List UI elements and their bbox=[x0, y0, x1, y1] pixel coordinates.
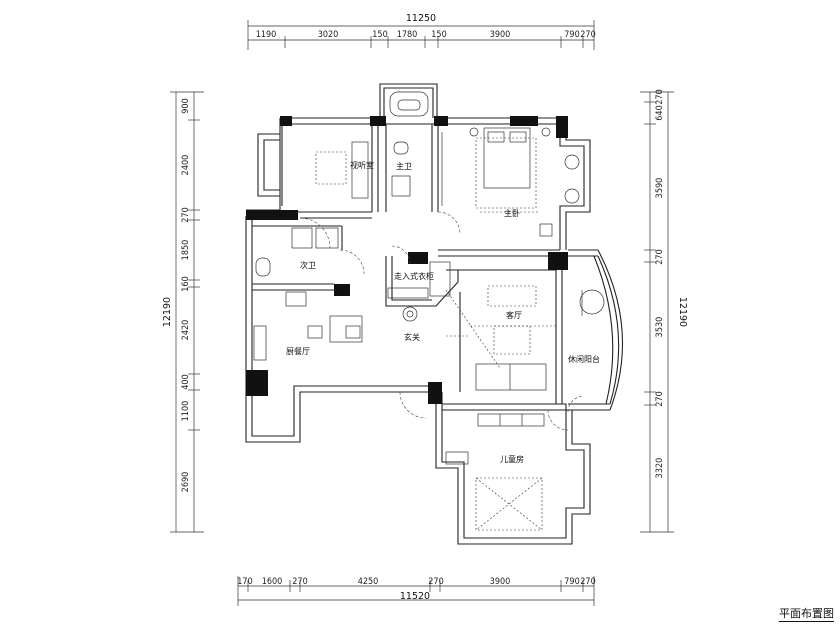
furniture-dashed bbox=[315, 137, 556, 531]
room-label-master-bath: 主卫 bbox=[396, 161, 412, 171]
top-total-dimension: 11250 bbox=[406, 13, 436, 24]
left-dim-4: 1850 bbox=[181, 240, 191, 261]
bottom-dim-7: 790 bbox=[564, 577, 579, 587]
right-dim-2: 640 bbox=[655, 105, 665, 120]
left-dim-1: 900 bbox=[181, 98, 191, 113]
left-dimensions: 12190 900 2400 270 1850 160 2420 400 110… bbox=[162, 98, 191, 492]
top-dim-5: 150 bbox=[431, 30, 446, 40]
top-dim-3: 150 bbox=[372, 30, 387, 40]
right-dim-7: 3320 bbox=[655, 458, 665, 479]
room-labels: 视听室 主卫 主卧 次卫 走入式衣柜 厨餐厅 玄关 客厅 休闲阳台 儿童房 bbox=[286, 160, 600, 464]
dimension-lines bbox=[170, 20, 674, 606]
structural-columns bbox=[246, 116, 568, 404]
room-label-foyer: 玄关 bbox=[404, 332, 420, 342]
top-dim-1: 1190 bbox=[256, 30, 277, 40]
right-dim-4: 270 bbox=[655, 249, 665, 264]
right-dim-3: 3590 bbox=[655, 178, 665, 199]
bottom-dim-8: 270 bbox=[580, 577, 595, 587]
furniture-solid bbox=[253, 91, 605, 465]
left-dim-7: 400 bbox=[181, 374, 191, 389]
right-dim-1: 270 bbox=[655, 89, 665, 104]
bottom-dim-2: 1600 bbox=[262, 577, 283, 587]
left-total-dimension: 12190 bbox=[162, 297, 173, 327]
top-dim-7: 790 bbox=[564, 30, 579, 40]
right-dimensions: 270 640 3590 270 3530 270 3320 12190 bbox=[655, 89, 688, 478]
right-dim-5: 3530 bbox=[655, 317, 665, 338]
bottom-dim-6: 3900 bbox=[490, 577, 511, 587]
left-dim-8: 1100 bbox=[181, 401, 191, 422]
room-label-leisure-balcony: 休闲阳台 bbox=[568, 354, 600, 364]
left-dim-6: 2420 bbox=[181, 320, 191, 341]
bottom-dim-4: 4250 bbox=[358, 577, 379, 587]
top-dimensions: 11250 1190 3020 150 1780 150 3900 790 27… bbox=[256, 13, 596, 40]
bottom-total-dimension: 11520 bbox=[400, 591, 430, 602]
room-label-study: 视听室 bbox=[350, 160, 374, 170]
top-dim-6: 3900 bbox=[490, 30, 511, 40]
top-dim-4: 1780 bbox=[397, 30, 418, 40]
top-dim-2: 3020 bbox=[318, 30, 339, 40]
room-label-master-bedroom: 主卧 bbox=[504, 208, 520, 218]
door-swings bbox=[299, 211, 585, 431]
right-total-dimension: 12190 bbox=[677, 297, 688, 327]
room-label-living-room: 客厅 bbox=[506, 310, 522, 320]
left-dim-2: 2400 bbox=[181, 155, 191, 176]
bottom-dimensions: 170 1600 270 4250 270 3900 790 270 11520 bbox=[237, 577, 595, 602]
left-dim-5: 160 bbox=[181, 276, 191, 291]
bottom-dim-5: 270 bbox=[428, 577, 443, 587]
left-dim-3: 270 bbox=[181, 207, 191, 222]
left-dim-9: 2690 bbox=[181, 472, 191, 493]
room-label-kids-room: 儿童房 bbox=[500, 454, 524, 464]
top-dim-8: 270 bbox=[580, 30, 595, 40]
plan-title: 平面布置图 bbox=[779, 607, 834, 622]
bottom-dim-3: 270 bbox=[292, 577, 307, 587]
wall-outlines bbox=[245, 83, 624, 545]
bottom-dim-1: 170 bbox=[237, 577, 252, 587]
room-label-walk-in-closet: 走入式衣柜 bbox=[394, 271, 434, 281]
room-label-dining-hall: 厨餐厅 bbox=[286, 347, 310, 356]
right-dim-6: 270 bbox=[655, 391, 665, 406]
room-label-second-bath: 次卫 bbox=[300, 260, 316, 270]
